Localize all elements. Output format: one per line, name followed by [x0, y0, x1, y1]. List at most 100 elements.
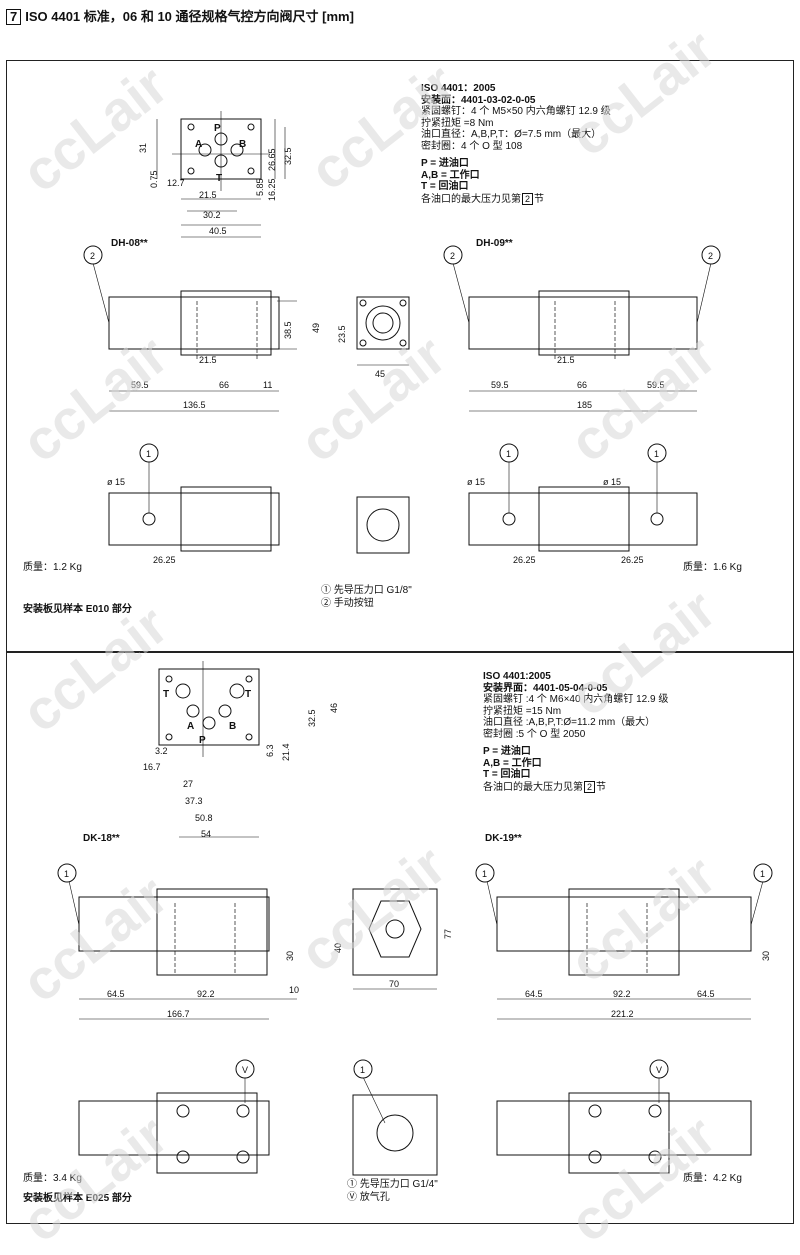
dk18-label: DK-18**	[83, 833, 120, 844]
dk19-label: DK-19**	[485, 833, 522, 844]
section-number: 7	[6, 9, 22, 25]
dim-text: 26.65	[267, 148, 277, 171]
spec-torque: 拧紧扭矩 =15 Nm	[483, 705, 562, 717]
dim-text: 26.25	[513, 555, 536, 565]
dim-text: 45	[375, 369, 385, 379]
dim-text: 185	[577, 400, 592, 410]
dim-text: 11	[263, 380, 272, 390]
callout-v: V	[656, 1065, 662, 1075]
dim-text: ø 15	[467, 477, 485, 487]
dim-text: 92.2	[613, 989, 631, 999]
spec-port-dia: 油口直径 :A,B,P,T:Ø=11.2 mm（最大）	[483, 717, 656, 728]
dim-text: 59.5	[131, 380, 149, 390]
dim-text: 40.5	[209, 226, 227, 236]
callout-v: V	[242, 1065, 248, 1075]
dh09-top-view	[468, 461, 698, 552]
callout-1: 1	[482, 869, 487, 879]
dk-port-t: T	[163, 689, 169, 700]
dim-text: 166.7	[167, 1009, 190, 1019]
callout-1: 1	[654, 449, 659, 459]
callout-1: 1	[360, 1065, 365, 1075]
dim-text: ø 15	[107, 477, 125, 487]
pressure-tail: 节	[534, 193, 545, 205]
dim-text: 77	[443, 929, 453, 939]
dk-end-top-view	[352, 1076, 438, 1176]
dim-text: 21.5	[199, 355, 217, 365]
dim-text: 66	[219, 380, 229, 390]
dim-text: 54	[201, 829, 211, 839]
callout-1: 1	[760, 869, 765, 879]
pressure-tail: 节	[596, 781, 607, 793]
dim-text: 12.7	[167, 178, 185, 188]
legend-ab: A,B = 工作口	[421, 169, 480, 181]
dk-panel: T T A B P 3.2 16.7 27 37.3 50.8 54 32.5 …	[6, 652, 794, 1224]
dim-text: 64.5	[107, 989, 125, 999]
dim-text: 46	[329, 703, 339, 713]
dh-drawings: P A B T 31 0.75 12.7 21.5 30.2 40.5 26.6…	[83, 111, 721, 565]
dh-port-a: A	[195, 139, 202, 150]
dk-plate-note: 安装板见样本 E025 部分	[23, 1193, 132, 1204]
spec-screws: 紧固螺钉 :4 个 M6×40 内六角螺钉 12.9 级	[483, 694, 669, 705]
dim-text: 70	[389, 979, 399, 989]
dim-text: 64.5	[697, 989, 715, 999]
dim-text: 59.5	[647, 380, 665, 390]
dim-text: 21.5	[199, 190, 217, 200]
spec-port-dia: 油口直径：A,B,P,T：Ø=7.5 mm（最大）	[421, 129, 602, 140]
dk-port-t2: T	[245, 689, 251, 700]
dh-note-1: ① 先导压力口 G1/8"	[321, 585, 412, 596]
dh08-mass: 质量：1.2 Kg	[23, 562, 82, 573]
dim-text: 136.5	[183, 400, 206, 410]
dim-text: 32.5	[283, 147, 293, 165]
dk-spec-block: ISO 4401:2005 安装界面：4401-05-04-0-05 紧固螺钉 …	[483, 671, 668, 793]
dim-text: 49	[311, 323, 321, 333]
dim-text: 30	[285, 951, 295, 961]
pressure-section: 2	[584, 780, 596, 793]
dim-text: 30.2	[203, 210, 221, 220]
dim-text: 21.4	[281, 743, 291, 761]
dim-text: 30	[761, 951, 771, 961]
dh-port-b: B	[239, 139, 246, 150]
callout-2-right-b: 2	[708, 251, 713, 261]
dk18-mass: 质量：3.4 Kg	[23, 1173, 82, 1184]
dim-text: 21.5	[557, 355, 575, 365]
dim-text: 50.8	[195, 813, 213, 823]
spec-torque: 拧紧扭矩 =8 Nm	[421, 117, 494, 129]
dim-text: 10	[289, 985, 299, 995]
section-title: ISO 4401 标准，06 和 10 通径规格气控方向阀尺寸 [mm]	[25, 9, 354, 24]
dk-drawings: T T A B P 3.2 16.7 27 37.3 50.8 54 32.5 …	[57, 661, 773, 1176]
dh-end-top-view	[356, 496, 410, 554]
dh09-mass: 质量：1.6 Kg	[683, 562, 742, 573]
dh09-label: DH-09**	[476, 238, 513, 249]
legend-ab: A,B = 工作口	[483, 757, 542, 769]
dim-text: 221.2	[611, 1009, 634, 1019]
dim-text: 92.2	[197, 989, 215, 999]
dim-text: 26.25	[621, 555, 644, 565]
dim-text: 23.5	[337, 325, 347, 343]
callout-1: 1	[146, 449, 151, 459]
dim-text: 0.75	[149, 170, 159, 188]
pressure-note: 各油口的最大压力见第	[421, 193, 521, 205]
callout-2-left: 2	[90, 251, 95, 261]
dim-text: 3.2	[155, 746, 168, 756]
dk18-side-view	[68, 880, 297, 1020]
dim-text: 16.25	[267, 178, 277, 201]
spec-seals: 密封圈：4 个 O 型 108	[421, 140, 523, 152]
dk-note-1: ① 先导压力口 G1/4"	[347, 1179, 438, 1190]
spec-seals: 密封圈 :5 个 O 型 2050	[483, 728, 586, 740]
dk-end-view	[352, 888, 438, 990]
dim-text: 5.85	[255, 178, 265, 196]
dim-text: 16.7	[143, 762, 161, 772]
legend-p: P = 进油口	[483, 746, 531, 757]
spec-standard: ISO 4401：2005	[421, 83, 496, 94]
dh08-top-view	[108, 461, 280, 552]
dh08-side-view	[92, 262, 297, 412]
dim-text: 31	[138, 143, 148, 153]
dim-text: 6.3	[265, 744, 275, 757]
legend-t: T = 回油口	[483, 769, 531, 780]
spec-mounting: 安装界面：4401-05-04-0-05	[483, 682, 608, 694]
dk19-side-view	[486, 880, 764, 1020]
dim-text: 32.5	[307, 709, 317, 727]
dim-text: 59.5	[491, 380, 509, 390]
dim-text: 64.5	[525, 989, 543, 999]
